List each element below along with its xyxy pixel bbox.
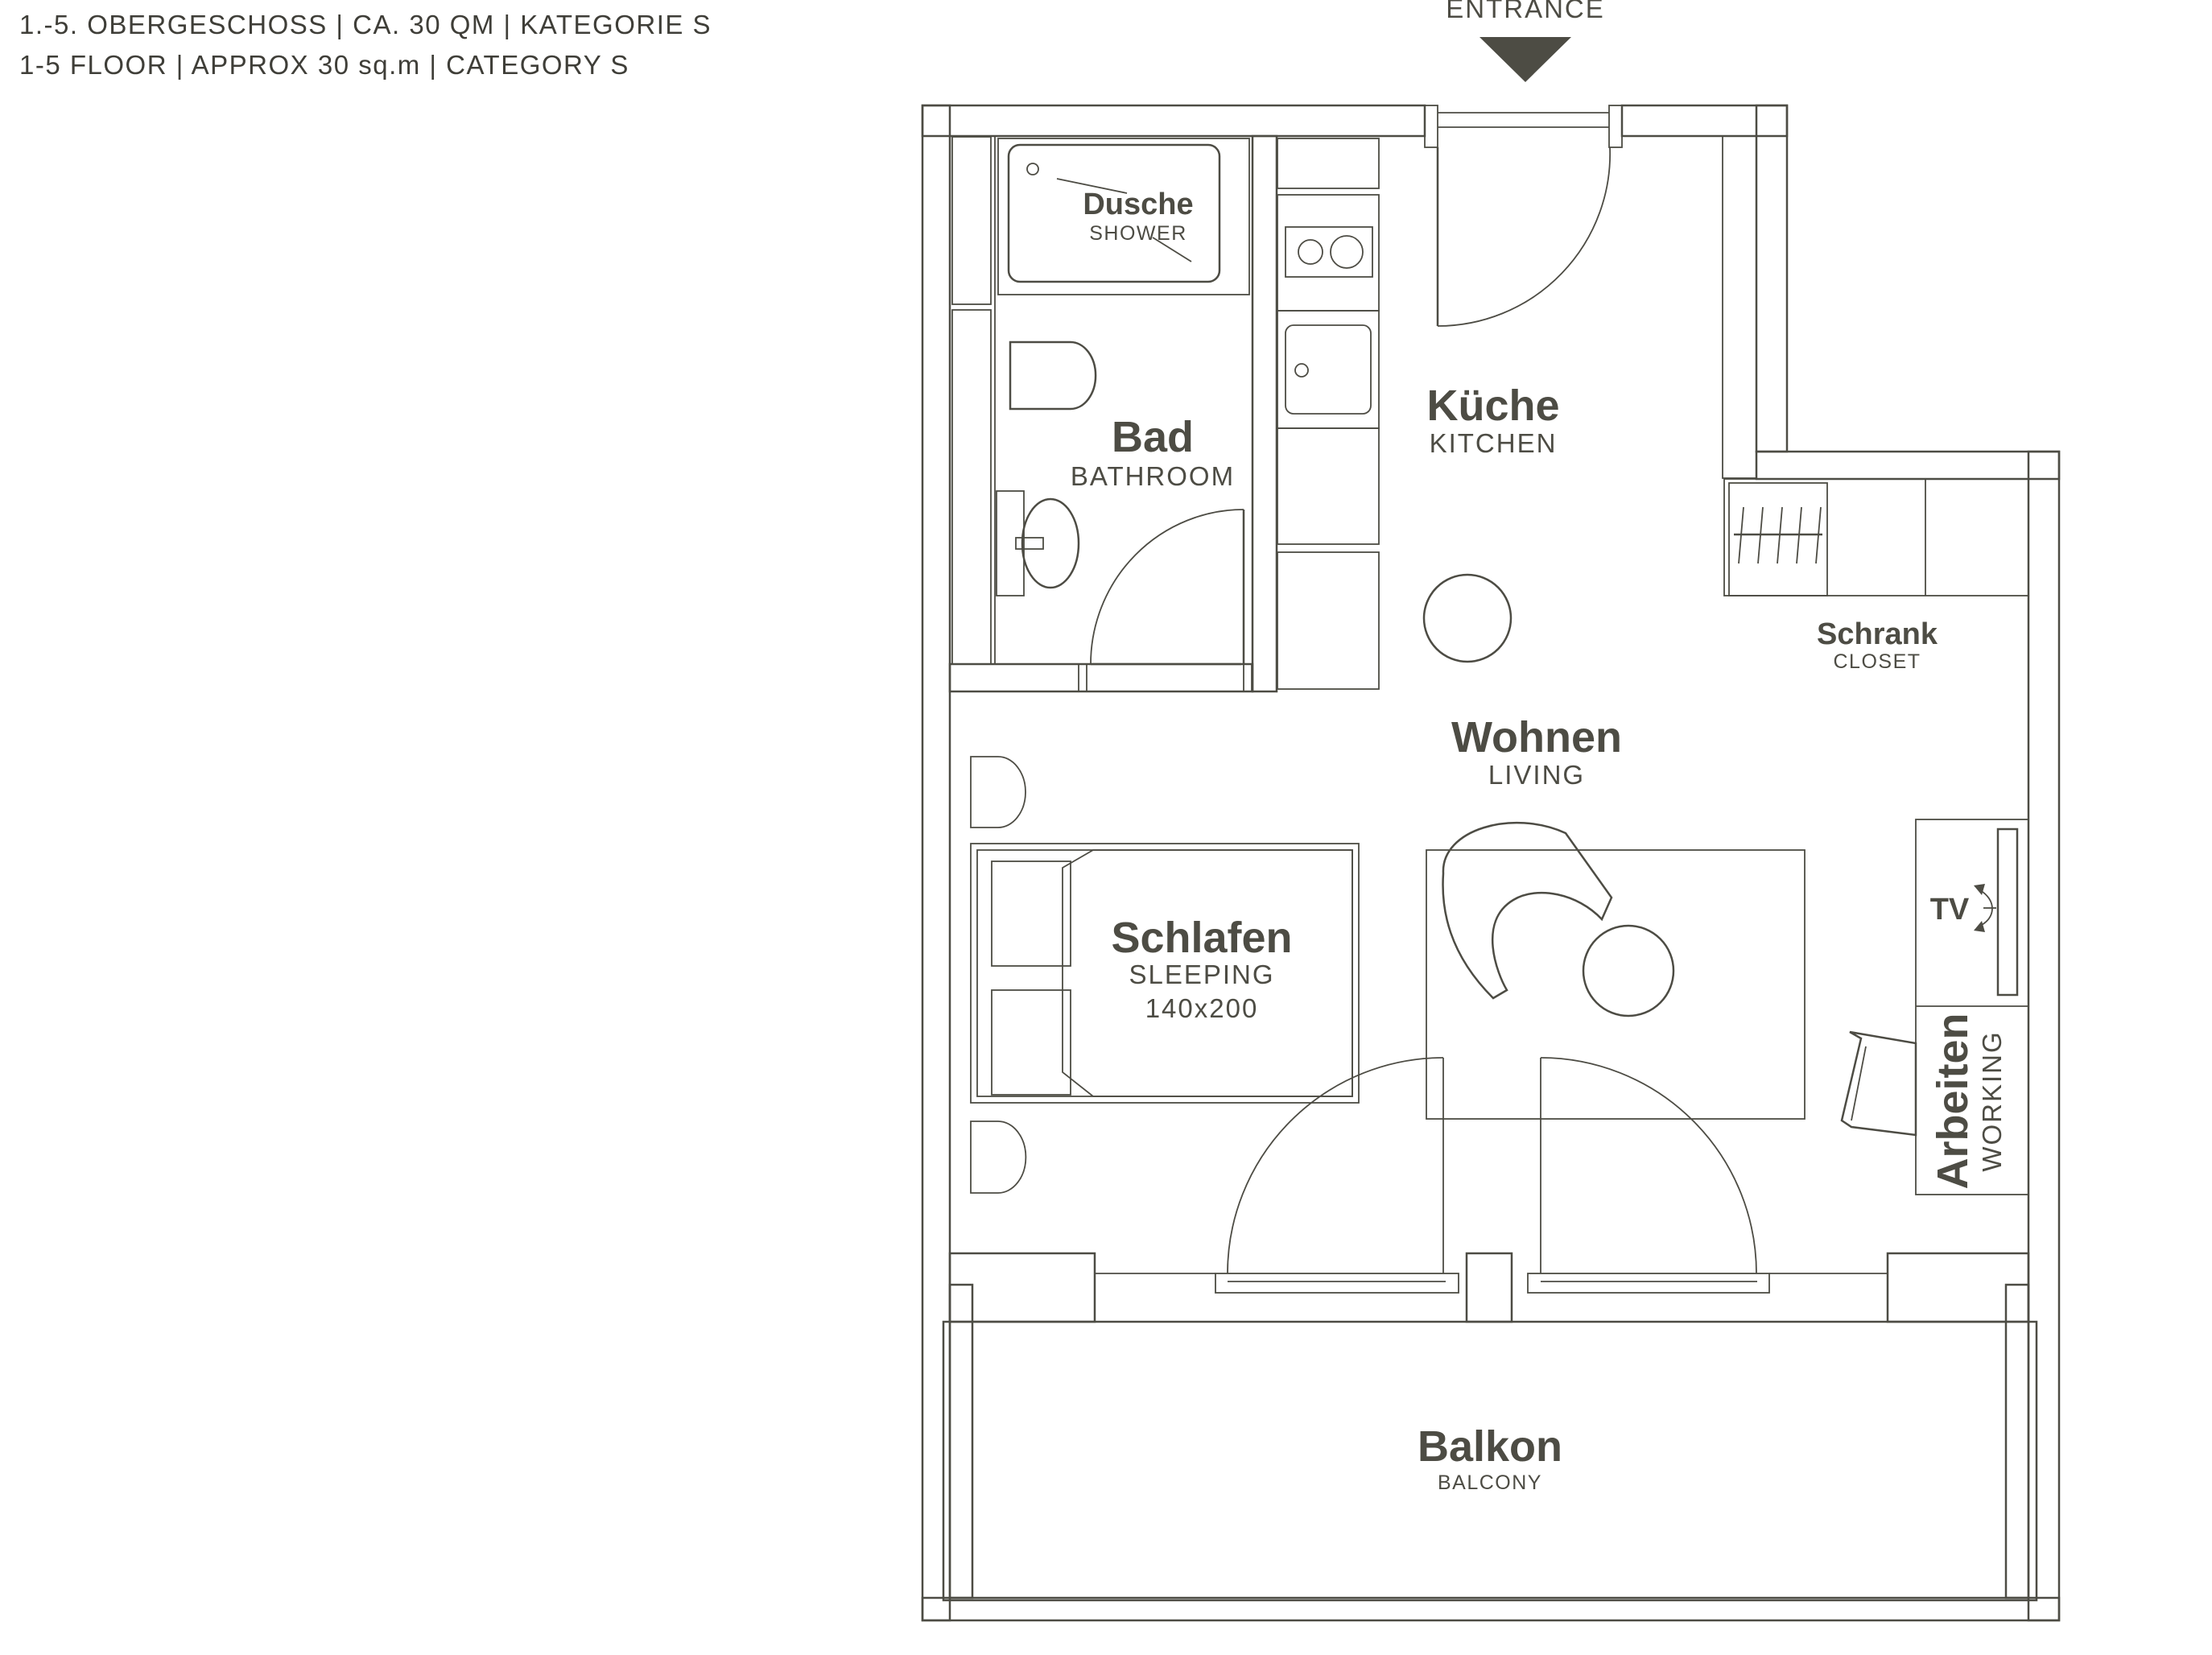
room-name-bathroom-en: BATHROOM <box>1071 461 1235 491</box>
room-name-living: Wohnen <box>1451 713 1622 761</box>
room-name-living-en: LIVING <box>1488 760 1585 790</box>
room-name-closet: Schrank <box>1817 617 1938 651</box>
room-name-working: Arbeiten <box>1929 1013 1977 1189</box>
room-name-kitchen: Küche <box>1426 382 1559 430</box>
entrance-door <box>1424 105 1623 327</box>
room-name-kitchen-en: KITCHEN <box>1430 428 1558 458</box>
room-name-balcony-en: BALCONY <box>1438 1471 1542 1494</box>
room-name-sleeping-en: SLEEPING <box>1129 960 1274 989</box>
balcony-doors <box>1095 1057 1888 1294</box>
room-name-sleeping: Schlafen <box>1111 914 1292 962</box>
bed-size-label: 140x200 <box>1145 993 1259 1023</box>
header-line-german: 1.-5. OBERGESCHOSS | CA. 30 QM | KATEGOR… <box>19 10 712 39</box>
closet-unit <box>1723 478 2029 596</box>
room-name-shower-en: SHOWER <box>1089 222 1187 245</box>
room-name-balcony: Balkon <box>1418 1422 1562 1471</box>
room-name-working-en: WORKING <box>1977 1030 2007 1171</box>
header-line-english: 1-5 FLOOR | APPROX 30 sq.m | CATEGORY S <box>19 50 629 80</box>
kitchen-units <box>1277 138 1512 690</box>
room-name-closet-en: CLOSET <box>1833 650 1921 673</box>
living-furniture <box>1426 822 1806 1120</box>
entrance-label: ENTRANCE <box>1446 0 1605 23</box>
tv-label: TV <box>1930 893 1970 927</box>
room-name-bathroom: Bad <box>1112 413 1194 461</box>
working-area <box>1840 819 2029 1195</box>
bathroom-fixtures <box>951 136 1253 692</box>
plan-header: 1.-5. OBERGESCHOSS | CA. 30 QM | KATEGOR… <box>19 5 712 85</box>
balcony-area <box>942 1320 2038 1602</box>
interior-walls <box>948 134 1757 693</box>
exterior-walls <box>921 104 2061 1622</box>
room-name-shower: Dusche <box>1083 188 1193 221</box>
entrance-arrow-icon <box>1479 37 1571 82</box>
bed-furniture <box>970 756 1360 1194</box>
